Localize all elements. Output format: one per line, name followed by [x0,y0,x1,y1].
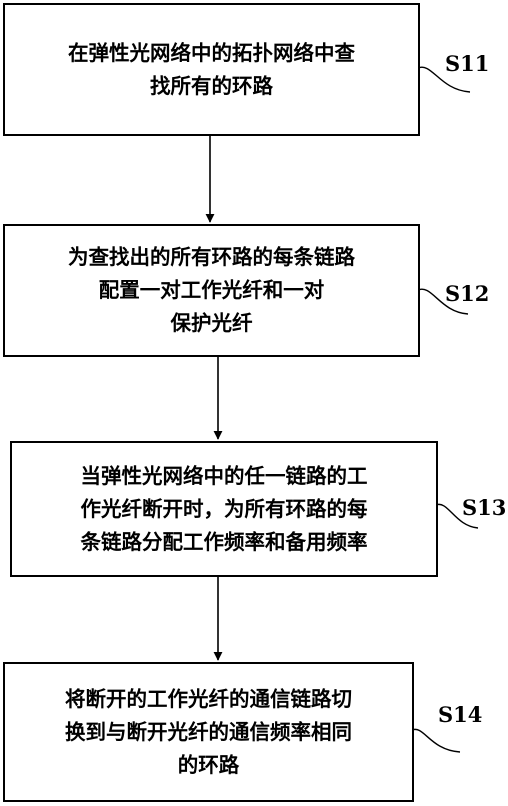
step-s13-line-3: 条链路分配工作频率和备用频率 [80,529,368,554]
step-s11-line-2: 找所有的环路 [150,73,273,98]
step-s14-line-1: 将断开的工作光纤的通信链路切 [65,686,352,711]
step-s13-line-1: 当弹性光网络中的任一链路的工 [80,463,368,488]
step-label-s12: S12 [445,281,490,306]
step-s14-line-3: 的环路 [177,752,240,777]
leader-s12 [417,288,469,315]
step-label-s14: S14 [438,702,483,727]
step-label-s11: S11 [445,51,490,76]
step-s11-line-1: 在弹性光网络中的拓扑网络中查 [68,40,355,65]
step-s13-line-2: 作光纤断开时，为所有环路的每 [80,496,368,521]
step-s12-line-3: 保护光纤 [170,311,253,335]
leader-s11 [417,66,471,93]
step-s12-line-1: 为查找出的所有环路的每条链路 [68,245,355,269]
step-s14-line-2: 换到与断开光纤的通信频率相同 [65,719,352,744]
leader-s13 [435,503,479,529]
step-s12-line-2: 配置一对工作光纤和一对 [98,278,325,302]
step-box-s12: 为查找出的所有环路的每条链路 配置一对工作光纤和一对 保护光纤 [3,224,420,357]
step-box-s13: 当弹性光网络中的任一链路的工 作光纤断开时，为所有环路的每 条链路分配工作频率和… [10,441,438,577]
leader-s14 [411,728,461,753]
step-label-s13: S13 [462,495,507,520]
step-box-s11: 在弹性光网络中的拓扑网络中查 找所有的环路 [3,3,420,136]
step-box-s14: 将断开的工作光纤的通信链路切 换到与断开光纤的通信频率相同 的环路 [3,662,414,802]
